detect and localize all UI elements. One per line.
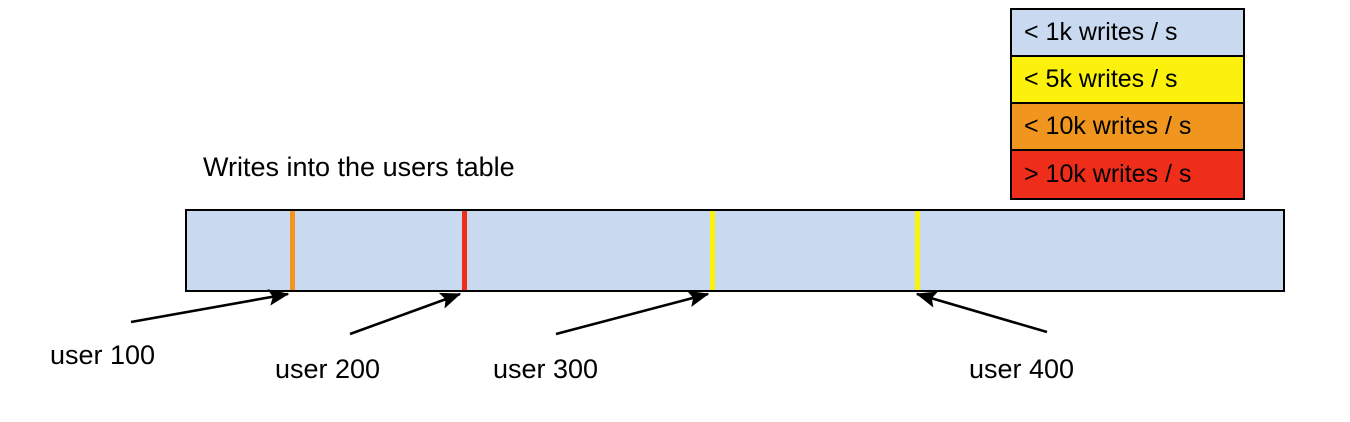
- legend-entry-gt-10k: > 10k writes / s: [1012, 151, 1243, 198]
- chart-title: Writes into the users table: [203, 152, 515, 182]
- legend-entry-label: > 10k writes / s: [1024, 160, 1192, 188]
- callout-label-user-100: user 100: [50, 340, 156, 370]
- callout-label-user-200: user 200: [275, 354, 381, 384]
- range-marker-user-100: [290, 211, 295, 290]
- legend-entry-label: < 5k writes / s: [1024, 65, 1178, 93]
- legend-entry-label: < 1k writes / s: [1024, 18, 1178, 46]
- legend-entry-lt-5k: < 5k writes / s: [1012, 57, 1243, 104]
- callout-label-user-400: user 400: [969, 354, 1075, 384]
- legend-entry-lt-1k: < 1k writes / s: [1012, 10, 1243, 57]
- users-table-range-bar: [185, 209, 1285, 292]
- range-marker-user-200: [462, 211, 467, 290]
- range-marker-user-300: [710, 211, 715, 290]
- legend-entry-lt-10k: < 10k writes / s: [1012, 104, 1243, 151]
- callout-label-user-300: user 300: [493, 354, 599, 384]
- legend: < 1k writes / s < 5k writes / s < 10k wr…: [1010, 8, 1245, 200]
- legend-entry-label: < 10k writes / s: [1024, 112, 1192, 140]
- range-marker-user-400: [915, 211, 920, 290]
